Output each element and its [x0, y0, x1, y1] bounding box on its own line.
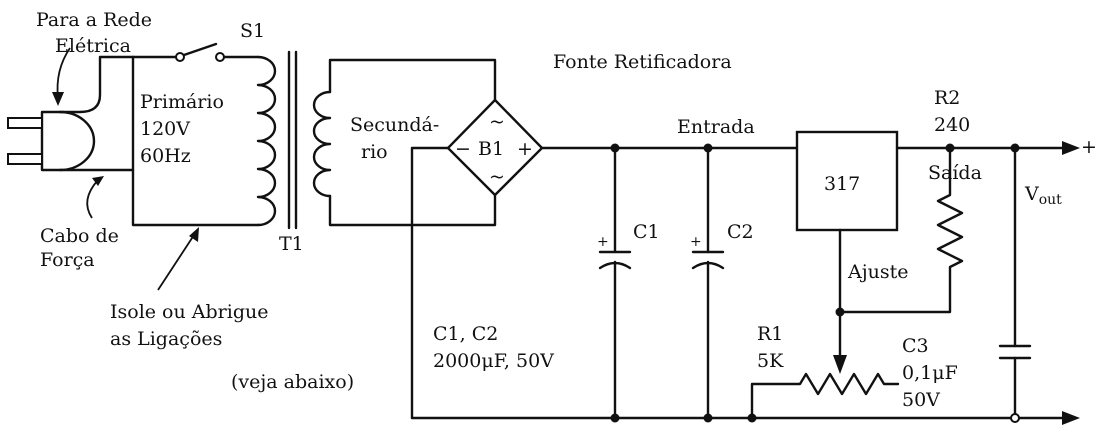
cable-label-2: Força — [40, 249, 95, 271]
plug-pointer-head — [52, 92, 64, 106]
plug-label-2: Elétrica — [55, 35, 131, 57]
r2-value-label: 240 — [934, 114, 970, 136]
caps-label-2: 2000μF, 50V — [433, 350, 554, 372]
capacitor-c2 — [691, 146, 725, 420]
bridge-ac-bottom: ~ — [489, 166, 505, 188]
bridge-plus-label: + — [517, 138, 533, 160]
title-label: Fonte Retificadora — [553, 51, 732, 73]
capacitor-c1 — [598, 146, 632, 420]
c3-value-label: 0,1μF — [902, 362, 958, 384]
junction-c3-bottom — [1010, 413, 1020, 423]
transformer-label: T1 — [279, 233, 304, 255]
bridge-minus-wire — [410, 146, 450, 420]
see-below-label: (veja abaixo) — [231, 371, 354, 393]
primary-winding — [256, 55, 277, 227]
bridge-rectifier — [446, 98, 544, 197]
r1-wiper-arrow — [833, 355, 847, 374]
c3-voltage-label: 50V — [902, 389, 940, 411]
output-arrow — [1062, 141, 1080, 155]
secondary-top-wire — [328, 58, 497, 102]
capacitor-c3 — [998, 146, 1032, 420]
secondary-label-2: rio — [361, 141, 388, 163]
bridge-minus-label: − — [455, 138, 471, 160]
cable-pointer — [86, 179, 99, 219]
insulate-pointer-head — [189, 227, 199, 242]
adjust-label: Ajuste — [847, 261, 908, 283]
switch-contact-left — [175, 52, 185, 62]
power-plug — [7, 110, 96, 172]
junction-r1-bottom — [747, 413, 757, 423]
resistor-r1 — [750, 372, 900, 420]
primary-left-rail — [131, 55, 260, 227]
cable-label-1: Cabo de — [40, 225, 119, 247]
bridge-name-label: B1 — [478, 138, 504, 160]
c1-label: C1 — [633, 221, 660, 243]
ground-arrow — [1062, 411, 1080, 425]
insulate-label-2: as Ligações — [110, 328, 222, 350]
output-label: Saída — [928, 162, 982, 184]
secondary-label-1: Secundá- — [350, 114, 439, 136]
plug-label-1: Para a Rede — [36, 9, 152, 31]
regulator-label: 317 — [824, 173, 860, 195]
primary-label-2: 120V — [140, 118, 190, 140]
c3-name-label: C3 — [902, 335, 929, 357]
switch-label: S1 — [240, 20, 265, 42]
resistor-r2 — [838, 146, 964, 314]
insulate-label-1: Isole ou Abrigue — [110, 301, 268, 323]
caps-label-1: C1, C2 — [433, 323, 498, 345]
c2-label: C2 — [727, 221, 754, 243]
primary-label-3: 60Hz — [140, 145, 191, 167]
regulator-box — [795, 130, 899, 232]
insulate-pointer — [157, 231, 197, 291]
cord-top — [58, 55, 135, 114]
vout-label: Vout — [1024, 183, 1062, 208]
c2-plus-label: + — [690, 234, 702, 250]
secondary-winding — [312, 90, 332, 198]
bridge-ac-top: ~ — [489, 111, 505, 133]
r1-value-label: 5K — [757, 350, 784, 372]
cable-pointer-head — [92, 176, 104, 186]
c1-plus-label: + — [597, 234, 609, 250]
input-label: Entrada — [677, 116, 755, 138]
output-plus-label: + — [1081, 136, 1097, 158]
primary-label-1: Primário — [140, 91, 224, 113]
r1-name-label: R1 — [757, 323, 783, 345]
r2-name-label: R2 — [934, 87, 960, 109]
switch-blade — [182, 42, 218, 57]
